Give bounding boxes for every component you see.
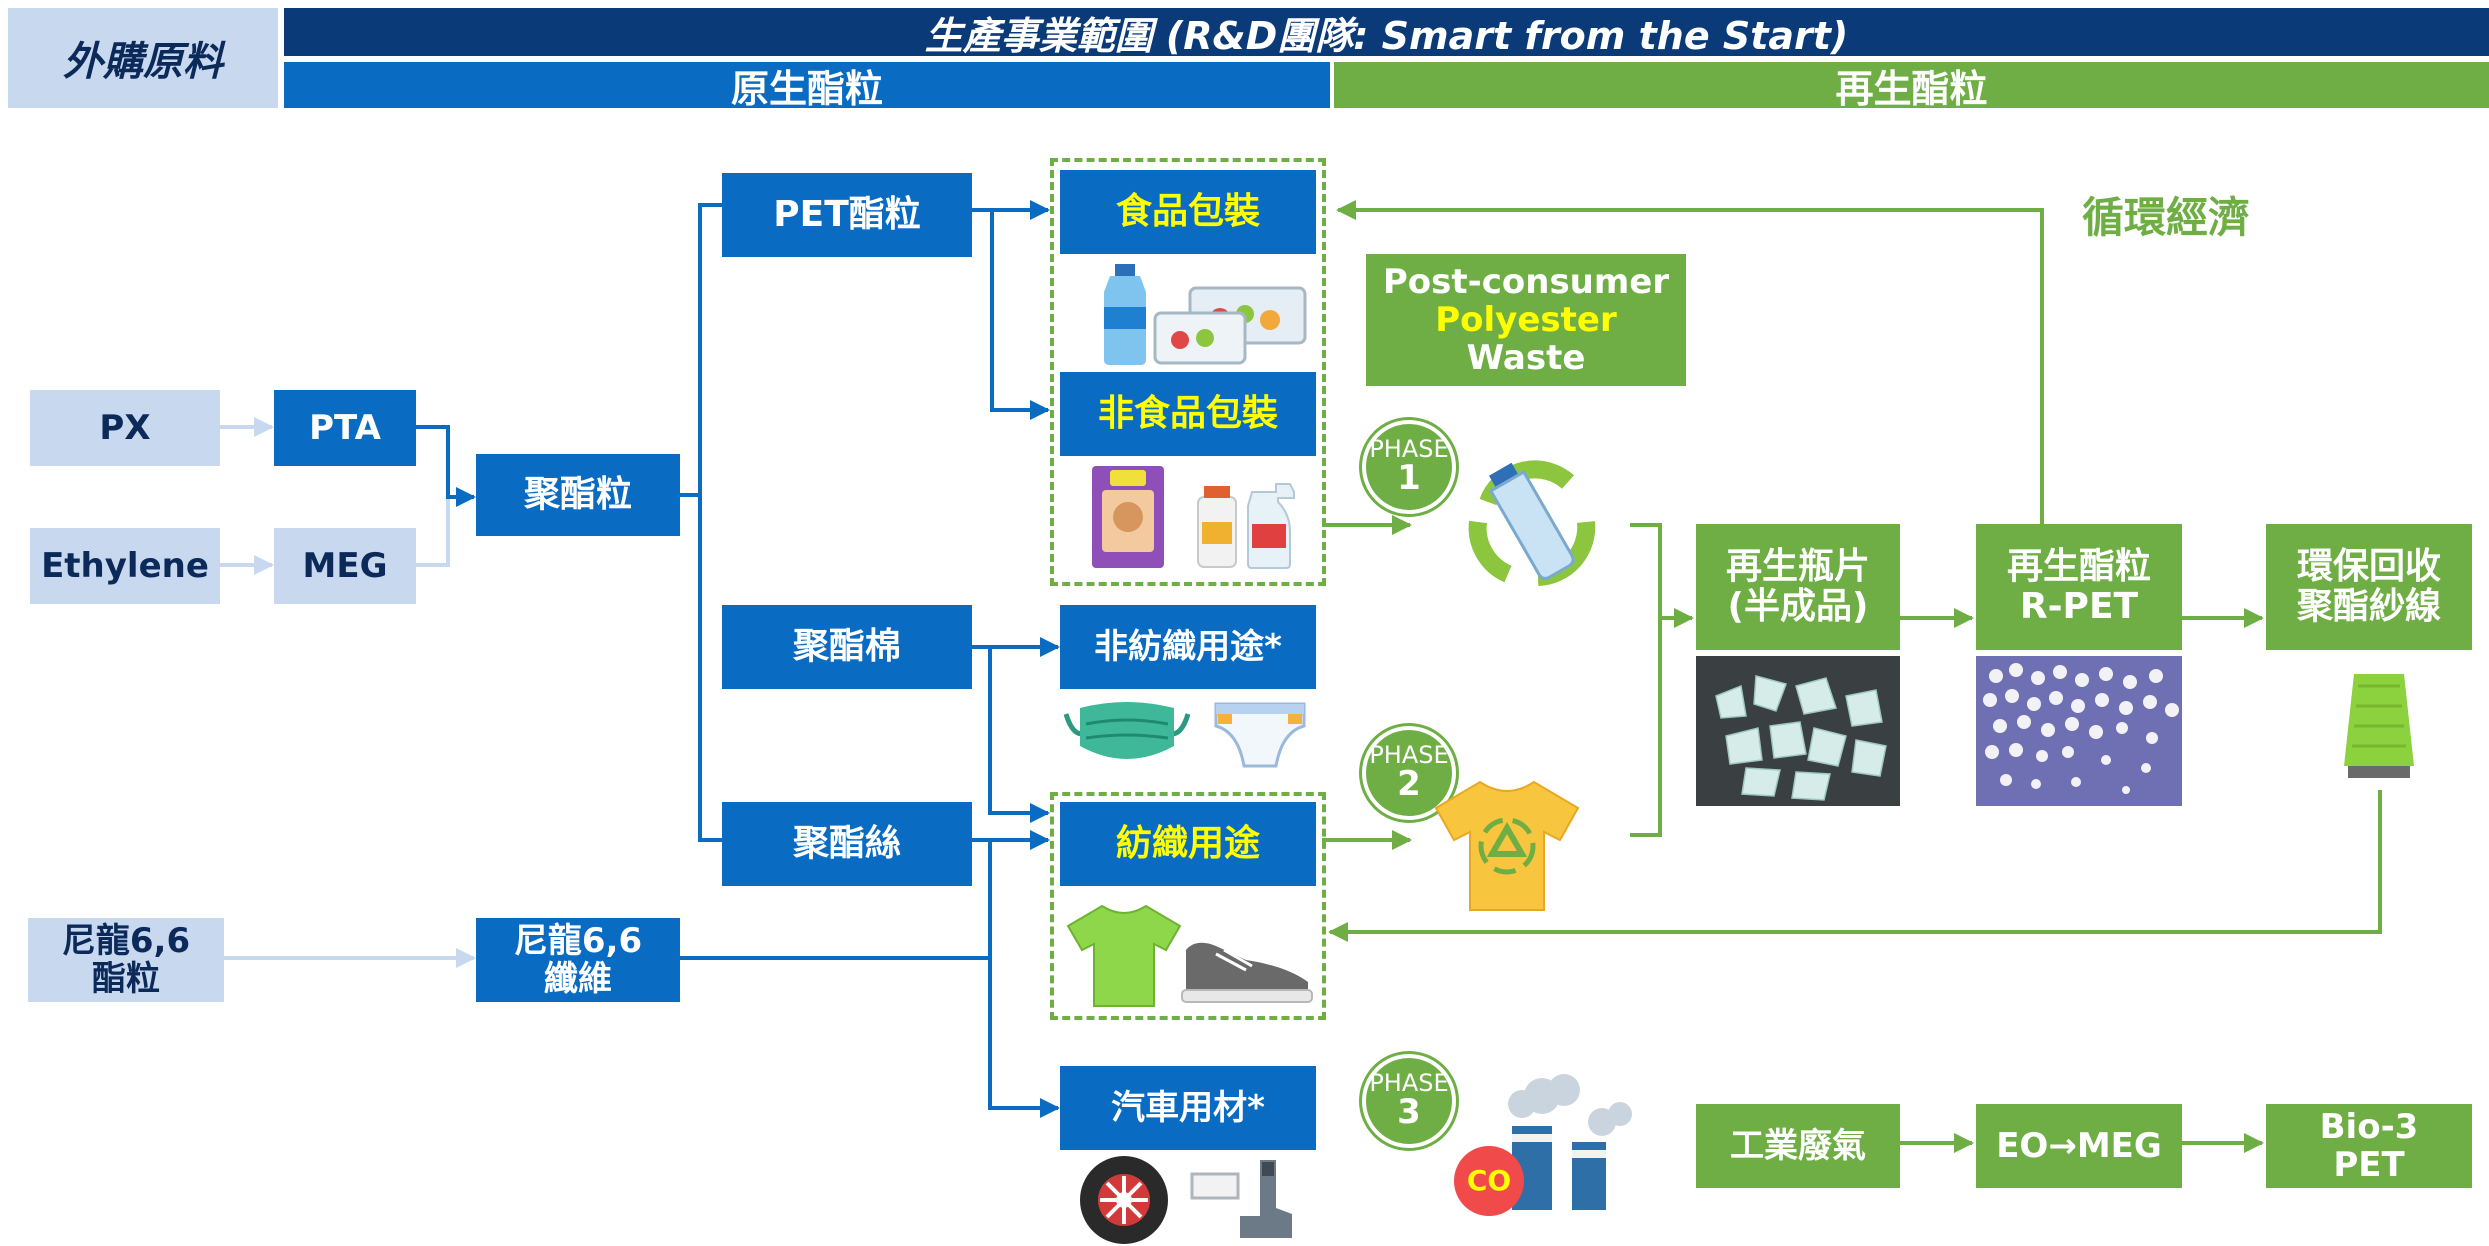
nylon-fiber-label-1: 尼龍6,6 <box>513 920 643 961</box>
nylon-chip-label-1: 尼龍6,6 <box>61 920 191 961</box>
waste-line-2: Polyester <box>1435 299 1617 340</box>
packaging-group <box>1050 158 1326 586</box>
px-box: PX <box>30 390 220 466</box>
phase-2-label: PHASE <box>1369 741 1449 770</box>
automotive-box: 汽車用材* <box>1060 1066 1316 1150</box>
eo-meg-box: EO→MEG <box>1976 1104 2182 1188</box>
nonfood-packaging-label: 非食品包裝 <box>1097 392 1278 434</box>
yarn-line-2: 聚酯紗線 <box>2296 586 2441 627</box>
filament-box: 聚酯絲 <box>722 802 972 886</box>
nylon-chip-box: 尼龍6,6 酯粒 <box>28 918 224 1002</box>
circular-economy-text: 循環經濟 <box>2081 193 2250 243</box>
bio-pet-line-2: PET <box>2333 1145 2405 1185</box>
scope-label: 生產事業範圍 (R&D團隊: Smart from the Start) <box>924 13 1849 58</box>
ethylene-box: Ethylene <box>30 528 220 604</box>
circular-economy-label: 循環經濟 <box>2066 188 2266 248</box>
meg-box: MEG <box>274 528 416 604</box>
nylon-fiber-box: 尼龍6,6 纖維 <box>476 918 680 1002</box>
textile-label: 紡織用途 <box>1115 822 1260 864</box>
co-label: CO <box>1466 1164 1512 1198</box>
filament-label: 聚酯絲 <box>792 822 901 864</box>
food-packaging-label: 食品包裝 <box>1115 190 1260 232</box>
industrial-gas-label: 工業廢氣 <box>1730 1125 1866 1166</box>
bio-pet-line-1: Bio-3 <box>2319 1106 2419 1147</box>
ethylene-label: Ethylene <box>41 545 209 586</box>
face-mask-icon <box>1063 702 1191 759</box>
water-bottle-icon <box>1104 264 1146 365</box>
recycled-flakes-box: 再生瓶片 (半成品) <box>1696 524 1900 650</box>
eo-meg-label: EO→MEG <box>1996 1125 2162 1166</box>
textile-box: 紡織用途 <box>1060 802 1316 886</box>
outsourced-label: 外購原料 <box>63 39 223 85</box>
pet-chip-label: PET酯粒 <box>773 193 921 235</box>
recycled-label: 再生酯粒 <box>1835 66 1988 111</box>
phase-3-label: PHASE <box>1369 1069 1449 1098</box>
sneaker-icon <box>1181 942 1313 1003</box>
phase-2-number: 2 <box>1397 764 1421 805</box>
scope-header: 生產事業範圍 (R&D團隊: Smart from the Start) <box>284 8 2489 58</box>
rpet-pellets-image <box>1976 656 2182 806</box>
industrial-gas-box: 工業廢氣 <box>1696 1104 1900 1188</box>
recycled-yarn-box: 環保回收 聚酯紗線 <box>2266 524 2472 650</box>
flakes-line-1: 再生瓶片 <box>1725 545 1870 587</box>
staple-fiber-box: 聚酯棉 <box>722 605 972 689</box>
phase-1-number: 1 <box>1397 458 1421 499</box>
px-label: PX <box>99 407 151 448</box>
nylon-fiber-label-2: 纖維 <box>544 959 612 999</box>
automotive-label: 汽車用材* <box>1111 1087 1265 1128</box>
phase-1-label: PHASE <box>1369 435 1449 464</box>
recycle-tshirt-icon <box>1434 780 1580 911</box>
flakes-line-2: (半成品) <box>1727 586 1869 627</box>
tire-icon <box>1080 1156 1168 1244</box>
co-badge: CO <box>1454 1146 1524 1216</box>
outsourced-header: 外購原料 <box>8 8 278 108</box>
rpet-line-1: 再生酯粒 <box>2006 545 2151 587</box>
meg-label: MEG <box>302 545 388 586</box>
phase-3-badge: PHASE 3 <box>1362 1054 1456 1148</box>
virgin-header: 原生酯粒 <box>284 62 1330 111</box>
food-container-icon <box>1153 286 1307 365</box>
yarn-spool-icon <box>2344 674 2414 778</box>
yarn-line-1: 環保回收 <box>2296 545 2441 587</box>
pet-flakes-image <box>1696 656 1900 806</box>
recycle-bottle-icon <box>1468 460 1596 586</box>
polyester-chip-box: 聚酯粒 <box>476 454 680 536</box>
factory-icon <box>1508 1074 1632 1210</box>
nonwoven-label: 非紡織用途* <box>1094 626 1282 667</box>
rpet-box: 再生酯粒 R-PET <box>1976 524 2182 650</box>
pet-chip-box: PET酯粒 <box>722 173 972 257</box>
cleaning-bottle-icon <box>1197 483 1295 569</box>
post-consumer-waste-box: Post-consumer Polyester Waste <box>1366 254 1686 386</box>
pta-box: PTA <box>274 390 416 466</box>
diaper-icon <box>1214 702 1306 768</box>
nylon-chip-label-2: 酯粒 <box>92 959 160 999</box>
phase-3-number: 3 <box>1397 1092 1421 1133</box>
nonwoven-box: 非紡織用途* <box>1060 605 1316 689</box>
waste-line-1: Post-consumer <box>1382 261 1670 302</box>
food-packaging-box: 食品包裝 <box>1060 170 1316 254</box>
nonfood-packaging-box: 非食品包裝 <box>1060 372 1316 456</box>
polyester-chip-label: 聚酯粒 <box>523 473 632 515</box>
virgin-label: 原生酯粒 <box>730 66 883 111</box>
tshirt-icon <box>1066 904 1182 1007</box>
staple-fiber-label: 聚酯棉 <box>792 625 901 667</box>
bio-pet-box: Bio-3 PET <box>2266 1104 2472 1188</box>
toy-box-icon <box>1092 466 1164 568</box>
pta-label: PTA <box>309 407 381 448</box>
rpet-line-2: R-PET <box>2019 586 2139 627</box>
car-seat-icon <box>1190 1160 1292 1238</box>
textile-group <box>1050 792 1326 1020</box>
recycled-header: 再生酯粒 <box>1334 62 2489 111</box>
waste-line-3: Waste <box>1466 338 1586 379</box>
phase-1-badge: PHASE 1 <box>1362 420 1456 514</box>
